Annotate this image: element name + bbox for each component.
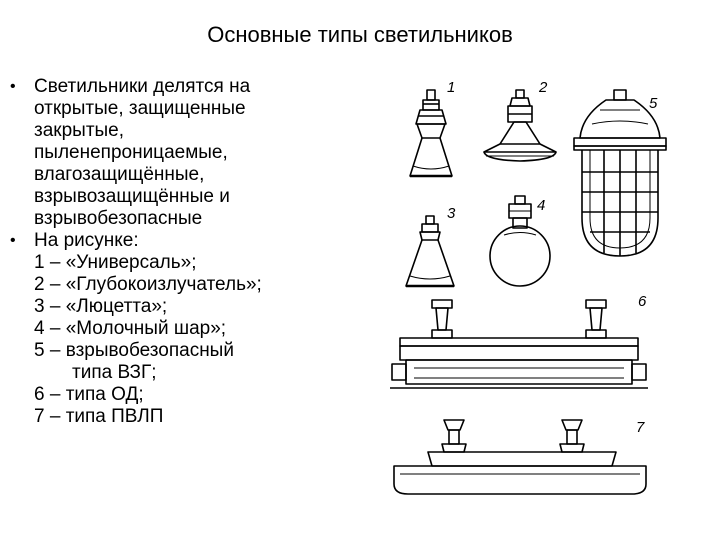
- figure-label-6: 6: [638, 293, 647, 310]
- legend-item-5-continued: типа ВЗГ;: [72, 362, 157, 383]
- legend-item-2: 2 – «Глубокоизлучатель»;: [34, 274, 262, 295]
- text-line: пыленепроницаемые,: [34, 142, 228, 163]
- luminaire-vzg-drawing: [573, 89, 667, 257]
- text-line: Светильники делятся на: [34, 76, 251, 97]
- figure-label-4: 4: [537, 197, 545, 214]
- bullet-icon: •: [10, 78, 16, 95]
- bullet-item-types: • Светильники делятся на открытые, защищ…: [8, 76, 338, 230]
- bullet-item-figure: • На рисунке:: [8, 230, 338, 252]
- luminaire-od-drawing: [390, 299, 648, 389]
- legend-item-3: 3 – «Люцетта»;: [34, 296, 168, 317]
- luminaire-deep-emitter-drawing: [483, 89, 557, 162]
- figure-label-1: 1: [447, 79, 455, 96]
- text-line: взрывозащищённые и: [34, 186, 230, 207]
- legend-item-6: 6 – типа ОД;: [34, 384, 144, 405]
- legend-item-1: 1 – «Универсаль»;: [34, 252, 197, 273]
- text-line: открытые, защищенные: [34, 98, 246, 119]
- legend-item-4: 4 – «Молочный шар»;: [34, 318, 227, 339]
- luminaires-figure: 1 2 5 3: [380, 68, 710, 513]
- text-line: закрытые,: [34, 120, 125, 141]
- legend-item-5: 5 – взрывобезопасный: [34, 340, 234, 361]
- text-column: • Светильники делятся на открытые, защищ…: [8, 76, 338, 428]
- text-line: взрывобезопасные: [34, 208, 203, 229]
- figure-label-7: 7: [636, 419, 645, 436]
- luminaire-lucetta-drawing: [405, 215, 455, 288]
- legend-item-7: 7 – типа ПВЛП: [34, 406, 164, 427]
- figure-label-3: 3: [447, 205, 456, 222]
- luminaire-milk-ball-drawing: [489, 195, 551, 287]
- figure-label-5: 5: [649, 95, 658, 112]
- page-title: Основные типы светильников: [207, 22, 513, 47]
- bullet-icon: •: [10, 232, 16, 249]
- luminaire-pvlp-drawing: [393, 419, 647, 495]
- text-line: влагозащищённые,: [34, 164, 205, 185]
- text-line: На рисунке:: [34, 230, 139, 251]
- luminaire-universal-drawing: [409, 89, 453, 178]
- figure-label-2: 2: [538, 79, 548, 96]
- figure-legend: 1 – «Универсаль»; 2 – «Глубокоизлучатель…: [8, 252, 338, 428]
